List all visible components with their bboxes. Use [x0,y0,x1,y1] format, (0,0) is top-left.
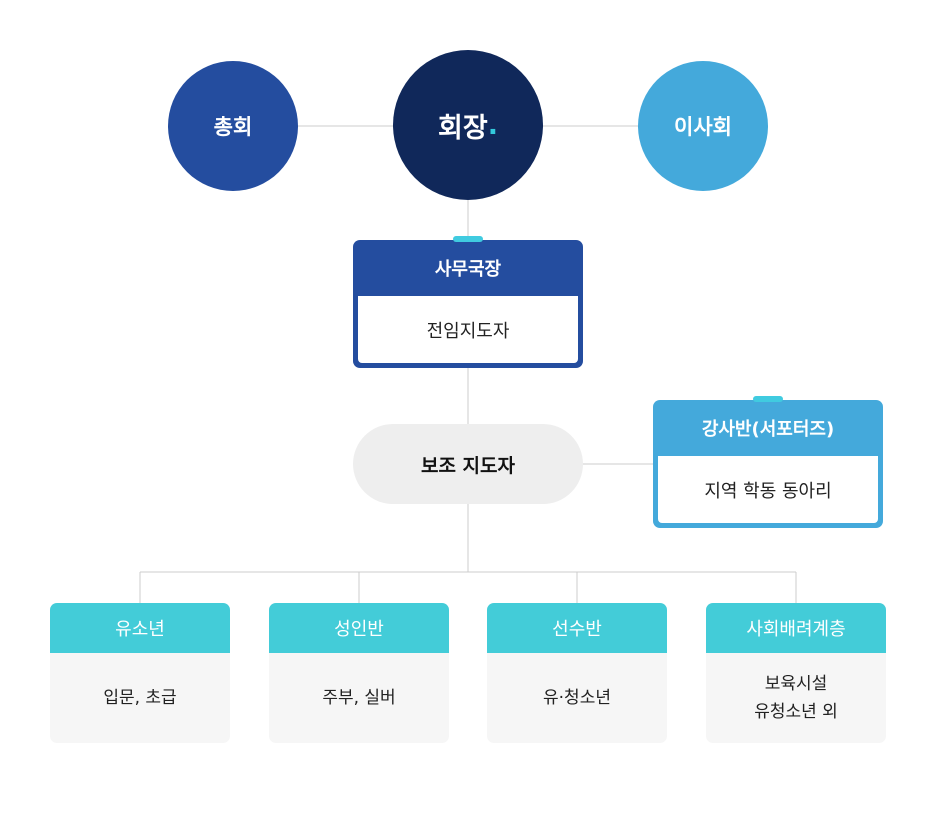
group-card-athlete: 선수반 유·청소년 [487,603,667,743]
group-card-detail-2: 유청소년 외 [754,702,838,722]
secretary-general-title: 사무국장 [434,259,502,280]
president-label: 회장 [438,112,488,144]
lecturer-group-title: 강사반(서포터즈) [701,419,835,440]
group-card-title: 사회배려계층 [706,603,886,653]
group-card-detail: 입문, 초급 [103,688,177,708]
president-dot: . [487,109,498,141]
group-card-body: 보육시설 유청소년 외 [706,653,886,743]
group-card-detail: 유·청소년 [543,688,611,708]
group-card-youth: 유소년 입문, 초급 [50,603,230,743]
secretary-general-box: 사무국장 전임지도자 [353,236,583,368]
general-assembly-label: 총회 [213,115,253,139]
lecturer-tab [753,396,783,402]
group-card-body: 주부, 실버 [269,653,449,743]
secretary-general-staff: 전임지도자 [358,296,578,363]
group-card-social-care: 사회배려계층 보육시설 유청소년 외 [706,603,886,743]
board-node: 이사회 [638,61,768,191]
group-card-body: 유·청소년 [487,653,667,743]
group-card-title: 유소년 [50,603,230,653]
board-label: 이사회 [674,115,732,139]
group-card-detail: 주부, 실버 [322,688,396,708]
group-card-title: 선수반 [487,603,667,653]
assistant-label: 보조 지도자 [420,454,515,477]
group-card-detail: 보육시설 [764,674,828,694]
group-card-adult: 성인반 주부, 실버 [269,603,449,743]
assistant-node: 보조 지도자 [353,424,583,504]
president-node: 회장. [393,50,543,200]
general-assembly-node: 총회 [168,61,298,191]
lecturer-group-box: 강사반(서포터즈) 지역 학동 동아리 [653,396,883,528]
secretary-tab [453,236,483,242]
group-card-title: 성인반 [269,603,449,653]
group-card-body: 입문, 초급 [50,653,230,743]
lecturer-group-detail: 지역 학동 동아리 [658,456,878,523]
